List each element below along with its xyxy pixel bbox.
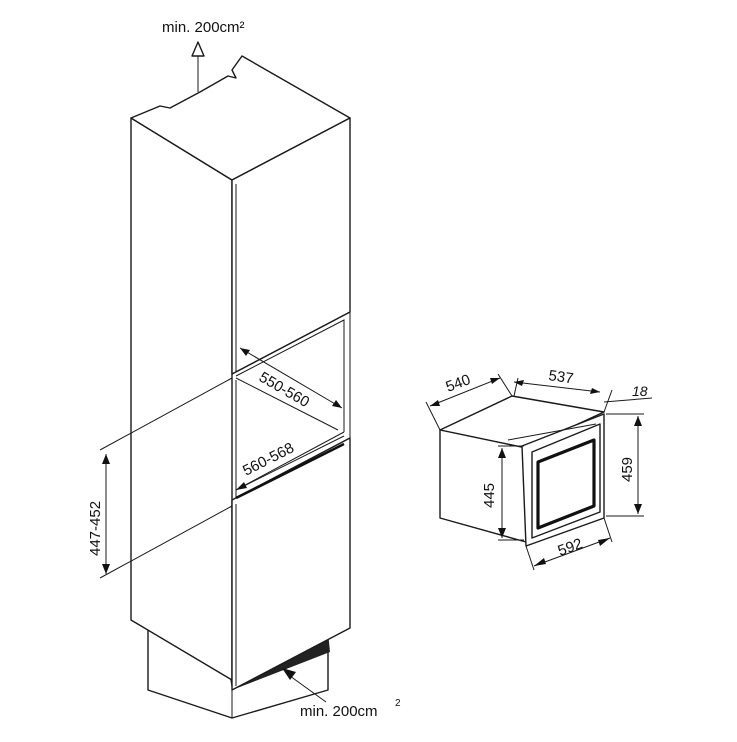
door-thickness-dimension <box>603 389 653 413</box>
niche-width-dimension <box>239 347 343 409</box>
bottom-vent-superscript: 2 <box>395 698 401 709</box>
body-height-label: 445 <box>481 483 498 508</box>
appliance-width-dimension <box>525 517 613 571</box>
niche-height-label: 447-452 <box>87 501 104 556</box>
bottom-vent-arrow <box>282 668 327 703</box>
lower-door <box>231 437 351 691</box>
top-vent-label: min. 200cm² <box>162 19 245 36</box>
bottom-vent-label: min. 200cm <box>300 703 378 720</box>
top-vent-arrow <box>191 41 205 92</box>
cabinet-drawing <box>130 55 351 719</box>
niche-depth-dimension <box>235 431 345 491</box>
appliance-height-dimension <box>606 413 644 517</box>
niche-width-label: 550-560 <box>256 369 312 411</box>
appliance-width-label: 592 <box>556 535 585 560</box>
cabinet-side-panel <box>130 117 233 681</box>
appliance-depth-label: 540 <box>444 371 473 396</box>
appliance-glass-window <box>536 438 596 530</box>
appliance-height-label: 459 <box>619 457 636 482</box>
body-height-dimension <box>498 445 524 541</box>
door-thickness-label: 18 <box>632 383 648 399</box>
niche-height-dimension <box>99 377 233 579</box>
appliance-depth-2-label: 537 <box>547 367 574 387</box>
appliance-drawing <box>439 395 605 547</box>
appliance-depth-dimension <box>425 373 513 431</box>
appliance-depth-2-dimension <box>513 377 601 397</box>
